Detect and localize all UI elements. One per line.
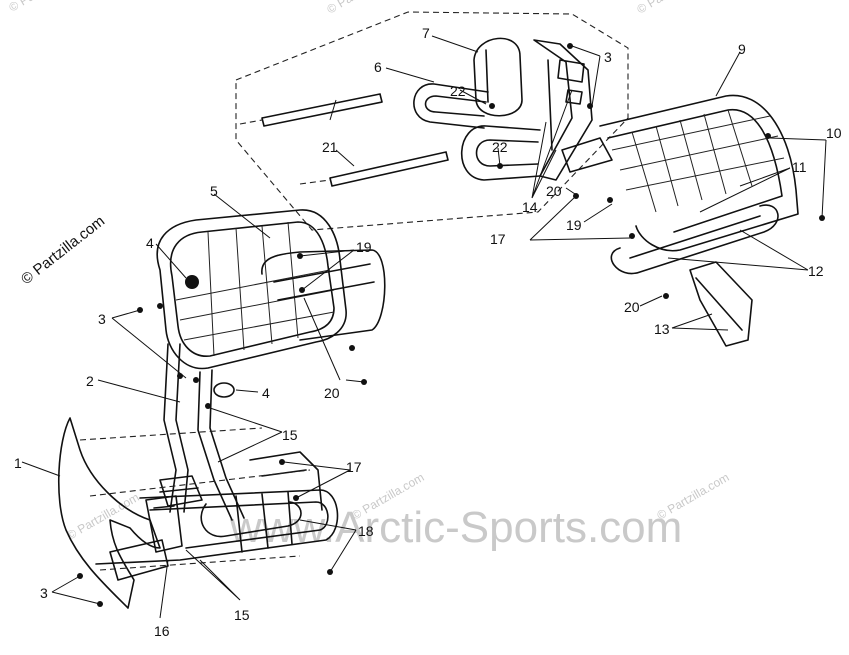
callout-labels: 1 2 3 3 3 4 4 5 6 7 9 10 11 12 13 14 15 … [14, 25, 842, 639]
callout-18: 18 [358, 523, 374, 539]
callout-17-upper: 17 [490, 231, 506, 247]
callout-19-left: 19 [356, 239, 372, 255]
callout-16: 16 [154, 623, 170, 639]
callout-22-upper: 22 [450, 83, 466, 99]
watermark-small-6: © Partzilla.com [7, 0, 84, 15]
part-7-backrest [473, 37, 523, 117]
watermark-main: www.Arctic-Sports.com [229, 503, 682, 552]
watermark-small-4: © Partzilla.com [325, 0, 402, 17]
callout-17-lower: 17 [346, 459, 362, 475]
callout-4-top: 4 [146, 235, 154, 251]
leader-lines [21, 35, 827, 619]
watermark-small-3: © Partzilla.com [655, 470, 732, 523]
callout-9: 9 [738, 41, 746, 57]
watermark-small-5: © Partzilla.com [635, 0, 712, 17]
callout-7: 7 [422, 25, 430, 41]
callout-11: 11 [792, 159, 807, 175]
part-21-bars [239, 93, 449, 187]
part-16-bracket [145, 495, 183, 553]
callout-20-mid: 20 [546, 183, 562, 199]
part-22-tube [460, 125, 541, 181]
callout-1: 1 [14, 455, 22, 471]
callout-3-top: 3 [604, 49, 612, 65]
callout-15-upper: 15 [282, 427, 298, 443]
watermark-small-1: © Partzilla.com [65, 490, 142, 543]
callout-5: 5 [210, 183, 218, 199]
part-4-grommet-top [185, 275, 199, 289]
callout-12: 12 [808, 263, 824, 279]
callout-2: 2 [86, 373, 94, 389]
part-5-front-rack [156, 209, 386, 370]
callout-20-right: 20 [624, 299, 640, 315]
callout-3-bottom: 3 [40, 585, 48, 601]
upper-bracket [533, 39, 593, 181]
callout-4-lower: 4 [262, 385, 270, 401]
part-1-front-cover [58, 417, 161, 609]
callout-21: 21 [322, 139, 338, 155]
callout-14: 14 [522, 199, 538, 215]
callout-19-right: 19 [566, 217, 582, 233]
callout-10: 10 [826, 125, 842, 141]
part-9-rear-rack [561, 94, 799, 347]
callout-6: 6 [374, 59, 382, 75]
callout-13: 13 [654, 321, 670, 337]
part-6-tube [413, 83, 489, 129]
part-4-grommet-lower [213, 382, 235, 398]
callout-20-left: 20 [324, 385, 340, 401]
callout-22-lower: 22 [492, 139, 508, 155]
callout-3-left: 3 [98, 311, 106, 327]
callout-15-lower: 15 [234, 607, 250, 623]
dashed-group-outline [235, 11, 629, 231]
watermark-rotated: © Partzilla.com [18, 213, 108, 289]
